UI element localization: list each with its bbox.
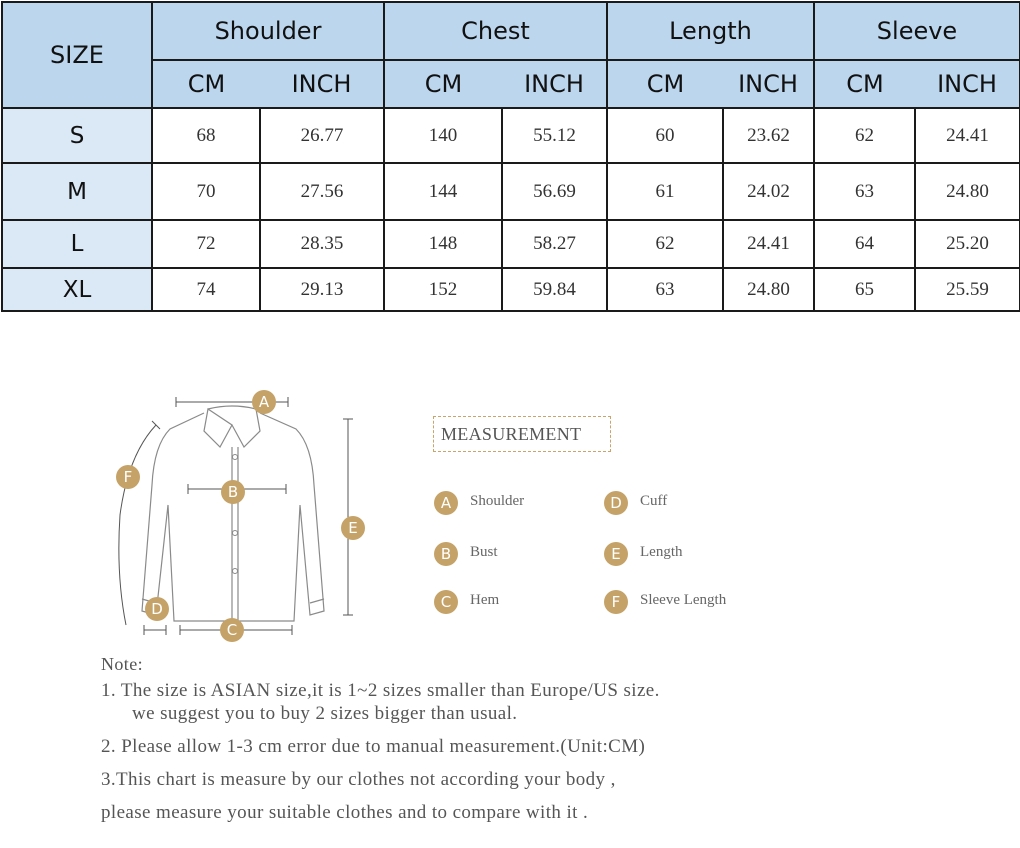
table-cell: 72: [151, 219, 261, 269]
legend-badge-d: D: [604, 491, 628, 515]
group-header-sleeve: Sleeve: [813, 1, 1020, 61]
table-row: L 72 28.35 148 58.27 62 24.41 64 25.20: [1, 219, 1020, 269]
measure-badge-f: F: [116, 465, 140, 489]
table-cell: 26.77: [259, 107, 385, 164]
measure-badge-c: C: [220, 618, 244, 642]
table-cell: 74: [151, 267, 261, 312]
table-cell: 58.27: [501, 219, 608, 269]
size-label: M: [1, 162, 153, 221]
size-header: SIZE: [1, 1, 153, 109]
legend-badge-b: B: [434, 542, 458, 566]
table-cell: 24.02: [722, 162, 815, 221]
table-cell: 64: [813, 219, 916, 269]
table-cell: 28.35: [259, 219, 385, 269]
note-line: 2. Please allow 1-3 cm error due to manu…: [101, 736, 646, 757]
unit-header-cm: CM: [606, 59, 723, 109]
table-cell: 152: [383, 267, 503, 312]
table-cell: 24.41: [914, 107, 1020, 164]
legend-label: Shoulder: [470, 493, 525, 509]
table-row: M 70 27.56 144 56.69 61 24.02 63 24.80: [1, 162, 1020, 221]
group-header-length: Length: [606, 1, 815, 61]
table-cell: 61: [606, 162, 724, 221]
note-line: please measure your suitable clothes and…: [101, 802, 589, 823]
shirt-measurement-diagram: A B C D E F: [108, 385, 378, 645]
table-cell: 60: [606, 107, 724, 164]
notes-heading: Note:: [101, 654, 143, 674]
note-line: we suggest you to buy 2 sizes bigger tha…: [132, 703, 518, 724]
unit-header-inch: INCH: [915, 59, 1020, 109]
size-label: S: [1, 107, 153, 164]
legend-label: Cuff: [640, 493, 668, 509]
table-cell: 70: [151, 162, 261, 221]
table-cell: 62: [813, 107, 916, 164]
group-header-shoulder: Shoulder: [151, 1, 385, 61]
table-cell: 24.41: [722, 219, 815, 269]
size-label: L: [1, 219, 153, 269]
measure-badge-e: E: [341, 516, 365, 540]
unit-header-inch: INCH: [260, 59, 385, 109]
table-cell: 24.80: [722, 267, 815, 312]
table-cell: 29.13: [259, 267, 385, 312]
size-label: XL: [1, 267, 153, 312]
measure-badge-a: A: [252, 390, 276, 414]
table-cell: 63: [813, 162, 916, 221]
size-chart-table: SIZE Shoulder Chest Length Sleeve CM INC…: [1, 1, 1020, 312]
table-cell: 68: [151, 107, 261, 164]
note-line: 3.This chart is measure by our clothes n…: [101, 769, 616, 790]
legend-label: Hem: [470, 592, 500, 608]
legend-label: Length: [640, 544, 683, 560]
table-cell: 59.84: [501, 267, 608, 312]
table-cell: 148: [383, 219, 503, 269]
unit-header-inch: INCH: [723, 59, 815, 109]
legend-label: Sleeve Length: [640, 592, 727, 608]
unit-header-inch: INCH: [502, 59, 608, 109]
table-cell: 63: [606, 267, 724, 312]
table-cell: 23.62: [722, 107, 815, 164]
table-cell: 24.80: [914, 162, 1020, 221]
legend-badge-a: A: [434, 491, 458, 515]
measure-badge-d: D: [145, 597, 169, 621]
unit-header-cm: CM: [151, 59, 260, 109]
table-row: S 68 26.77 140 55.12 60 23.62 62 24.41: [1, 107, 1020, 164]
table-row: XL 74 29.13 152 59.84 63 24.80 65 25.59: [1, 267, 1020, 312]
legend-badge-c: C: [434, 590, 458, 614]
table-cell: 25.59: [914, 267, 1020, 312]
table-cell: 65: [813, 267, 916, 312]
table-cell: 55.12: [501, 107, 608, 164]
group-header-chest: Chest: [383, 1, 608, 61]
table-cell: 56.69: [501, 162, 608, 221]
legend-label: Bust: [470, 544, 498, 560]
table-cell: 27.56: [259, 162, 385, 221]
measurement-title: MEASUREMENT: [433, 416, 611, 452]
legend-badge-f: F: [604, 590, 628, 614]
table-cell: 25.20: [914, 219, 1020, 269]
measure-badge-b: B: [221, 480, 245, 504]
table-cell: 144: [383, 162, 503, 221]
legend-badge-e: E: [604, 542, 628, 566]
unit-header-cm: CM: [813, 59, 915, 109]
table-cell: 62: [606, 219, 724, 269]
note-line: 1. The size is ASIAN size,it is 1~2 size…: [101, 680, 660, 701]
table-cell: 140: [383, 107, 503, 164]
unit-header-cm: CM: [383, 59, 502, 109]
